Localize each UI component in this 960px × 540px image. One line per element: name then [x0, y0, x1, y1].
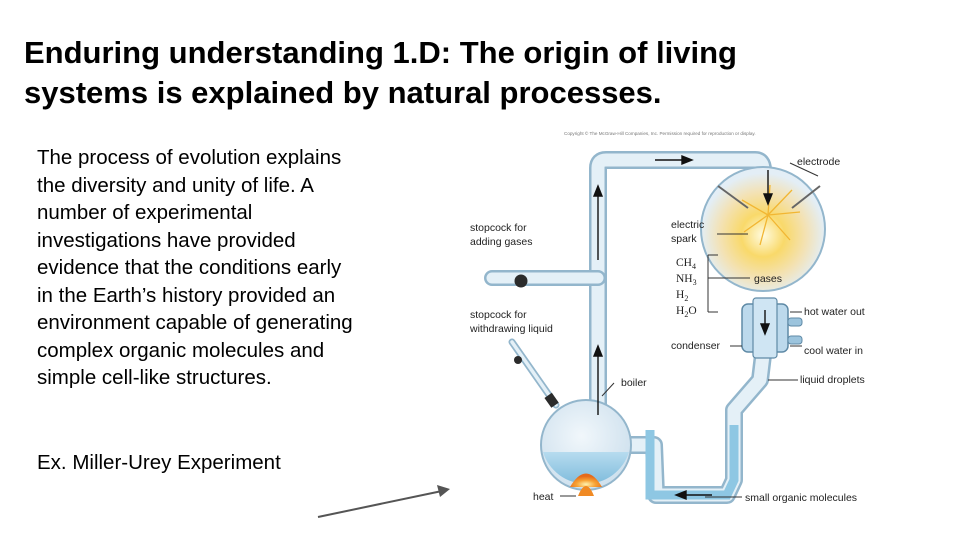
copyright-notice: Copyright © The McGraw-Hill Companies, I… — [564, 130, 756, 136]
label-heat: heat — [533, 491, 554, 503]
slide-title: Enduring understanding 1.D: The origin o… — [24, 33, 934, 113]
cool-water-port — [787, 335, 803, 345]
label-condenser: condenser — [671, 340, 721, 352]
example-text: Ex. Miller-Urey Experiment — [37, 451, 281, 474]
label-stopcock-gases-2: adding gases — [470, 236, 532, 248]
body-line: environment capable of generating — [37, 311, 353, 334]
heat-flame — [570, 473, 602, 487]
label-stopcock-gases-1: stopcock for — [470, 222, 527, 234]
body-line: simple cell-like structures. — [37, 366, 272, 389]
boiler-water — [543, 452, 629, 484]
gas-flask — [700, 166, 826, 292]
chem-h2o: H2O — [676, 305, 697, 319]
electrode-right — [791, 185, 821, 209]
pointer-arrow-head — [437, 485, 450, 497]
body-line: evidence that the conditions early — [37, 256, 342, 279]
flow-arrows — [592, 154, 774, 501]
stopcock-liquid — [514, 356, 522, 364]
chem-ch4: CH4 — [676, 257, 696, 271]
label-hot-water-out: hot water out — [804, 306, 865, 318]
label-cool-water-in: cool water in — [804, 345, 863, 357]
chem-h2: H2 — [676, 289, 688, 303]
stopcock-gases — [514, 274, 528, 288]
hot-water-port — [787, 317, 803, 327]
body-line: The process of evolution explains — [37, 146, 342, 169]
water-in-tube — [645, 425, 739, 500]
heat-flame-base — [578, 486, 594, 496]
label-gases: gases — [754, 273, 782, 285]
stopcock-valve — [544, 392, 559, 408]
pointer-arrow — [317, 490, 443, 518]
label-spark: spark — [671, 233, 697, 245]
body-line: number of experimental — [37, 201, 253, 224]
label-electrode: electrode — [797, 156, 840, 168]
label-boiler: boiler — [621, 377, 647, 389]
title-line: systems is explained by natural processe… — [24, 75, 662, 110]
label-liquid-droplets: liquid droplets — [800, 374, 865, 386]
label-electric: electric — [671, 219, 704, 231]
body-line: in the Earth’s history provided an — [37, 283, 336, 307]
label-stopcock-liquid-2: withdrawing liquid — [469, 323, 553, 335]
title-line: Enduring understanding 1.D: The origin o… — [24, 35, 737, 70]
body-paragraph: The process of evolution explains the di… — [37, 144, 437, 392]
body-line: complex organic molecules and — [37, 338, 325, 362]
body-line: the diversity and unity of life. A — [37, 173, 314, 197]
label-small-organic-molecules: small organic molecules — [745, 492, 857, 504]
body-line: investigations have provided — [37, 228, 296, 252]
leader-lines — [560, 162, 819, 498]
chem-nh3: NH3 — [676, 273, 697, 287]
electrode-left — [717, 185, 749, 209]
label-stopcock-liquid-1: stopcock for — [470, 309, 527, 321]
